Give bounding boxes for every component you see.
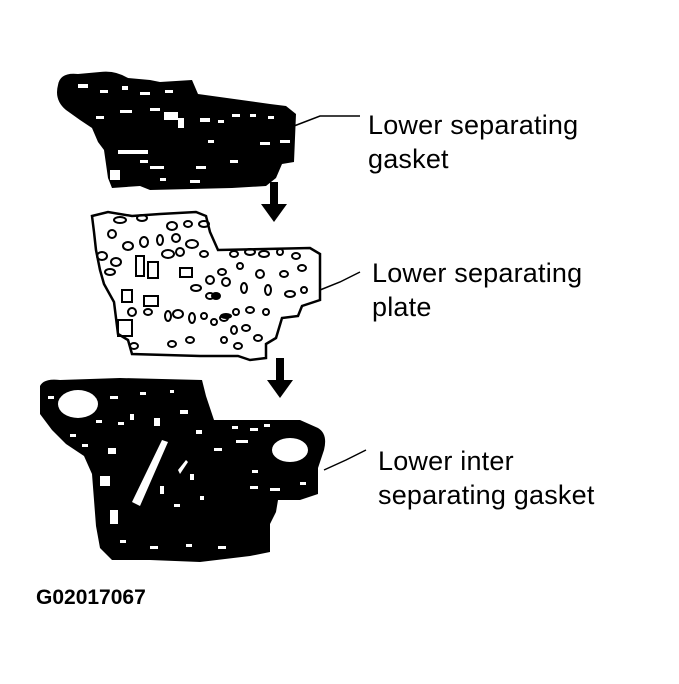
lower-separating-plate-shape — [90, 210, 361, 362]
label-line: Lower inter — [378, 446, 514, 476]
label-line: Lower separating — [368, 110, 579, 140]
label-line: gasket — [368, 144, 449, 174]
label-lower-separating-plate: Lower separating plate — [372, 256, 582, 324]
lower-inter-separating-gasket-shape — [40, 378, 367, 562]
down-arrow-icon — [261, 182, 287, 222]
lower-separating-gasket-shape — [57, 71, 360, 190]
label-lower-inter-separating-gasket: Lower inter separating gasket — [378, 444, 595, 512]
figure-id: G02017067 — [36, 586, 146, 609]
down-arrow-icon — [267, 358, 293, 398]
label-lower-separating-gasket: Lower separating gasket — [368, 108, 578, 176]
label-line: Lower separating — [372, 258, 583, 288]
label-line: separating gasket — [378, 480, 595, 510]
label-line: plate — [372, 292, 432, 322]
